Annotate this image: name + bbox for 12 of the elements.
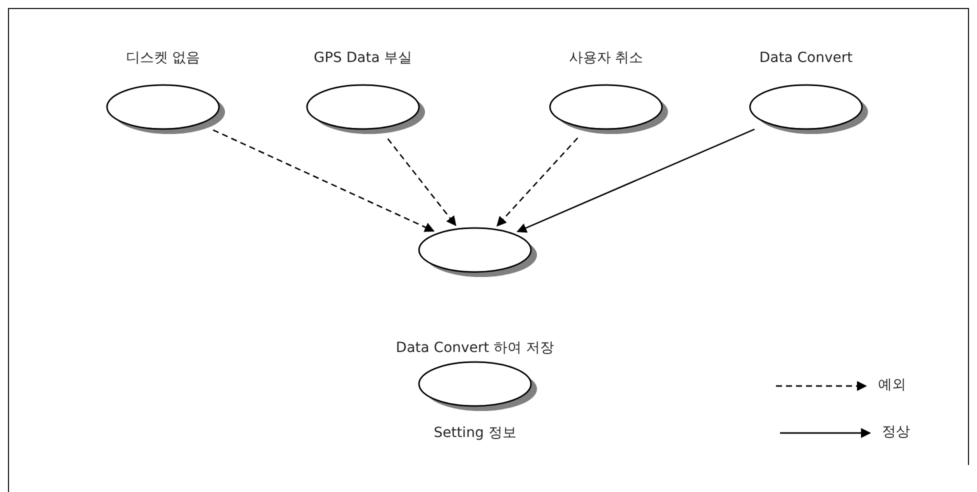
node-label: Data Convert (759, 49, 853, 68)
legend-label: 예외 (878, 376, 906, 395)
arrow (387, 138, 456, 226)
node-label: GPS Data 부실 (314, 49, 412, 68)
legend-label: 정상 (882, 423, 910, 442)
node-label: Setting 정보 (434, 424, 516, 443)
node-label: 사용자 취소 (568, 49, 644, 68)
arrow (212, 129, 435, 232)
arrow (516, 128, 755, 233)
caption-text: Data Convert 하여 저장 (396, 340, 554, 356)
node-label: 디스켓 없음 (126, 49, 200, 68)
arrow (496, 137, 578, 227)
